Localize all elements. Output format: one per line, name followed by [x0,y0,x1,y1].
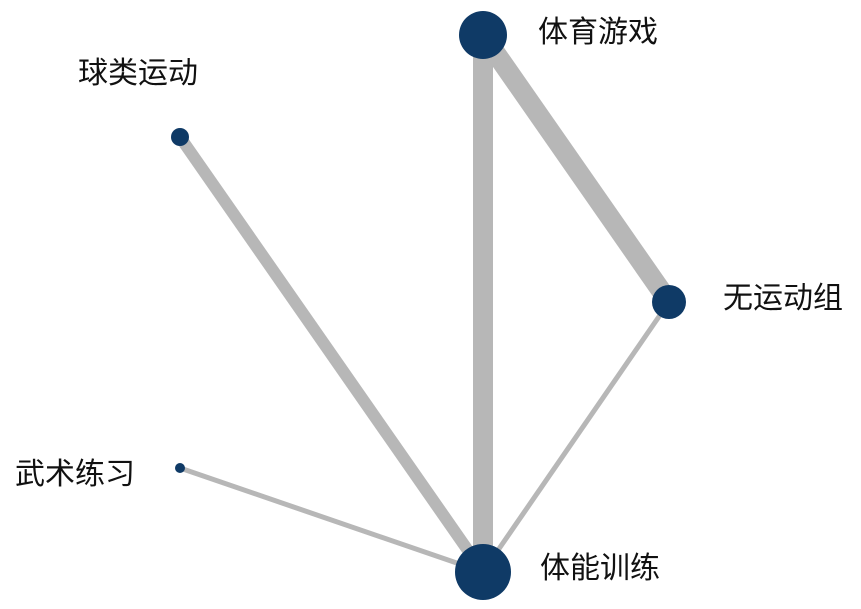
label-tiyu: 体育游戏 [538,15,658,50]
edges-layer [175,29,678,576]
edge-wushu-tineng [179,465,484,575]
edge-tiyu-wuyundong [474,29,678,308]
label-wuyundong: 无运动组 [723,281,843,316]
node-tiyu [459,11,507,59]
nodes-layer [171,11,686,600]
label-qiulei: 球类运动 [78,56,198,91]
node-wuyundong [652,285,686,319]
node-wushu [175,463,185,473]
label-wushu: 武术练习 [15,457,135,492]
edge-wuyundong-tineng [480,300,672,574]
labels-layer: 体育游戏 球类运动 无运动组 武术练习 体能训练 [15,15,843,586]
node-tineng [455,544,511,600]
label-tineng: 体能训练 [540,551,660,586]
node-qiulei [171,128,189,146]
edge-qiulei-tineng [175,133,488,576]
